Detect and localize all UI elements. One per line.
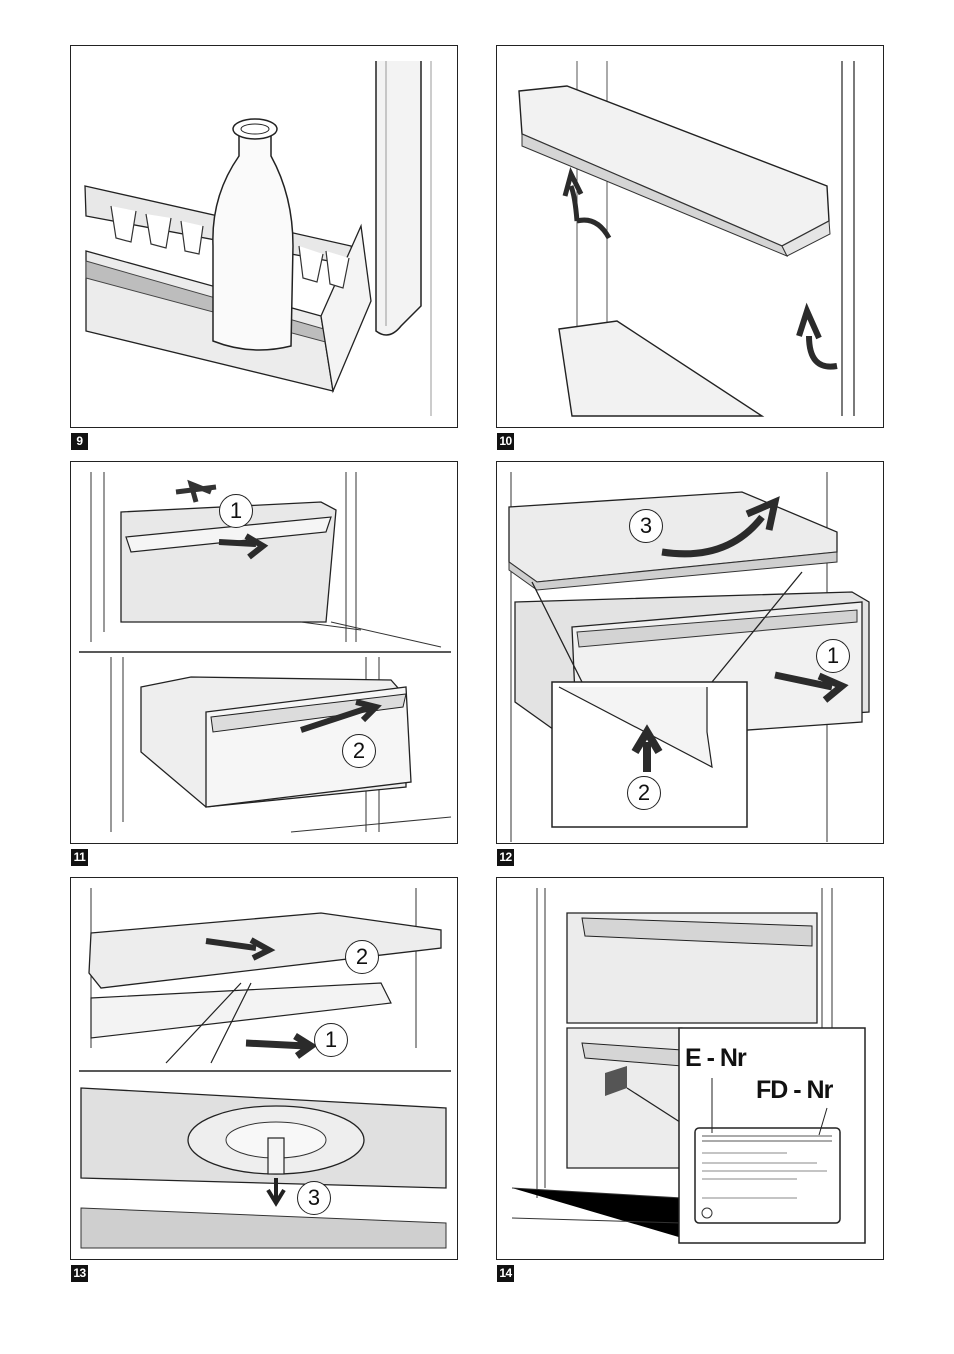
e-nr-label: E - Nr — [685, 1044, 746, 1073]
figure-13-step-2: 2 — [345, 940, 379, 974]
figure-13-illustration — [71, 878, 458, 1260]
figure-10-panel — [496, 45, 884, 428]
figure-9-panel — [70, 45, 458, 428]
figure-10-illustration — [497, 46, 884, 428]
figure-13-step-3: 3 — [297, 1181, 331, 1215]
fd-nr-label: FD - Nr — [756, 1076, 832, 1105]
figure-11-panel — [70, 461, 458, 844]
figure-11-step-1: 1 — [219, 494, 253, 528]
figure-13-step-1: 1 — [314, 1023, 348, 1057]
figure-9-illustration — [71, 46, 458, 428]
figure-12-step-2: 2 — [627, 776, 661, 810]
figure-13-label: 13 — [71, 1265, 88, 1282]
figure-12-step-3: 3 — [629, 509, 663, 543]
figure-14-label: 14 — [497, 1265, 514, 1282]
figure-9-label: 9 — [71, 433, 88, 450]
figure-12-label: 12 — [497, 849, 514, 866]
figure-12-step-1: 1 — [816, 639, 850, 673]
figure-11-label: 11 — [71, 849, 88, 866]
figure-10-label: 10 — [497, 433, 514, 450]
figure-13-panel — [70, 877, 458, 1260]
figure-11-illustration — [71, 462, 458, 844]
figure-11-step-2: 2 — [342, 734, 376, 768]
